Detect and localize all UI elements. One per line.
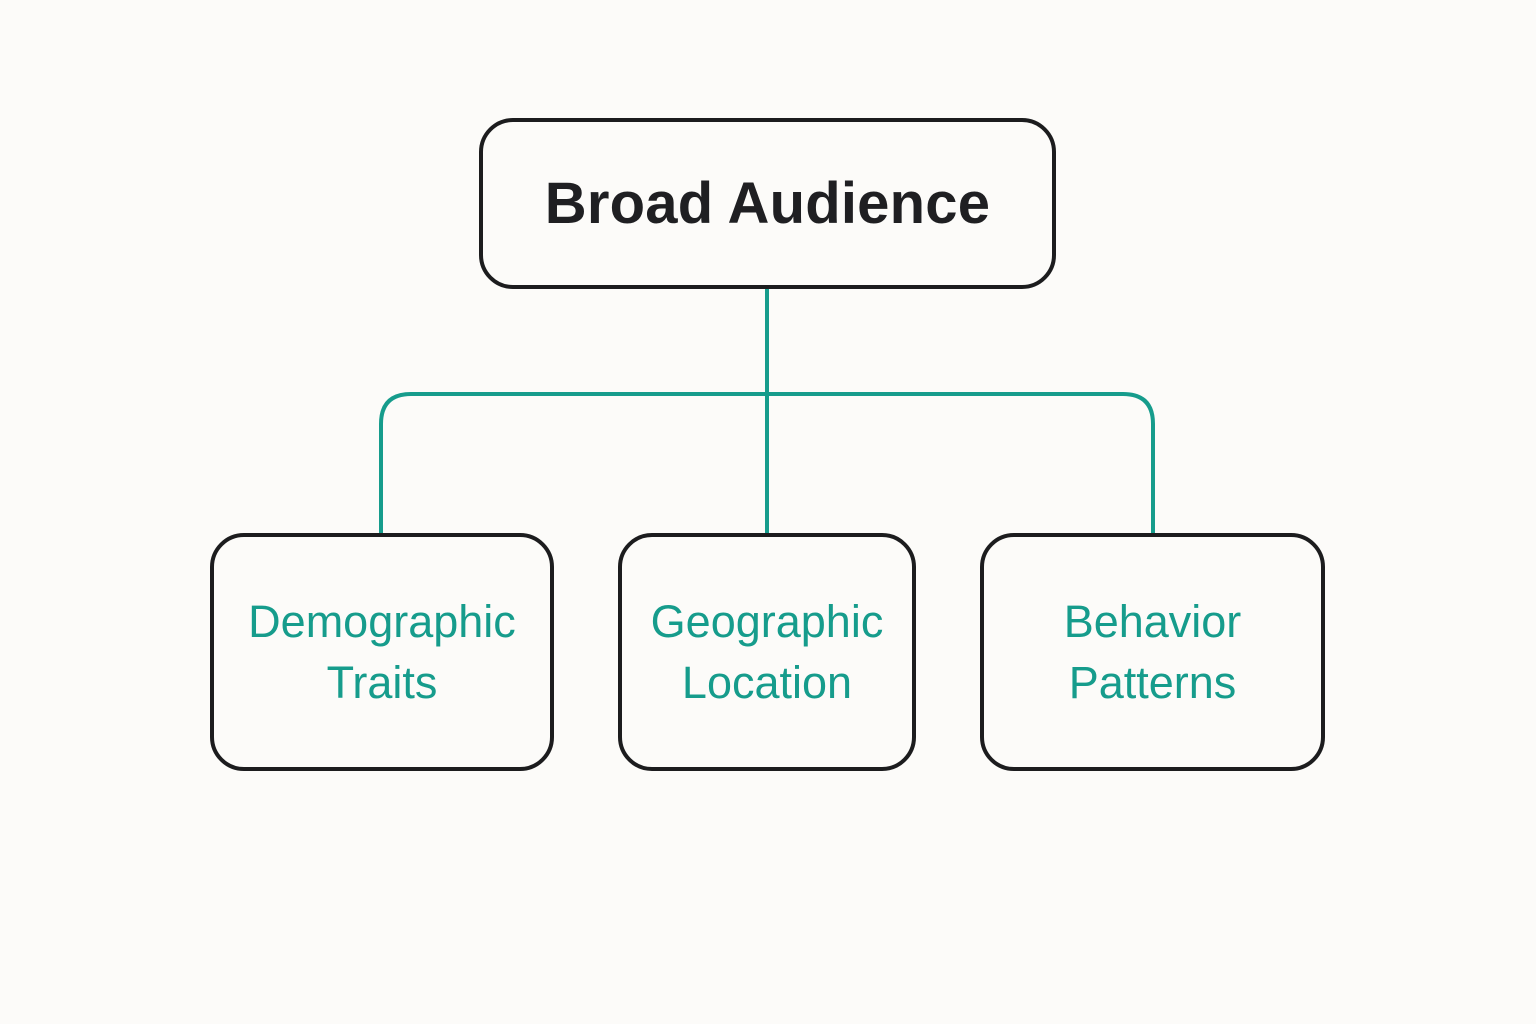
child-node-geographic: Geographic Location [618, 533, 916, 771]
root-node-label: Broad Audience [544, 171, 991, 236]
child-node-label-line1: Demographic [248, 596, 516, 647]
child-node-label-line2: Location [681, 657, 853, 708]
root-node-box: Broad Audience [479, 118, 1056, 289]
child-node-label-line2: Patterns [1068, 657, 1237, 708]
child-node-behavior: Behavior Patterns [980, 533, 1325, 771]
child-node-label-line1: Behavior [1063, 596, 1242, 647]
child-node-label-line2: Traits [326, 657, 438, 708]
child-node-label-line1: Geographic [650, 596, 884, 647]
child-node-demographic: Demographic Traits [210, 533, 554, 771]
